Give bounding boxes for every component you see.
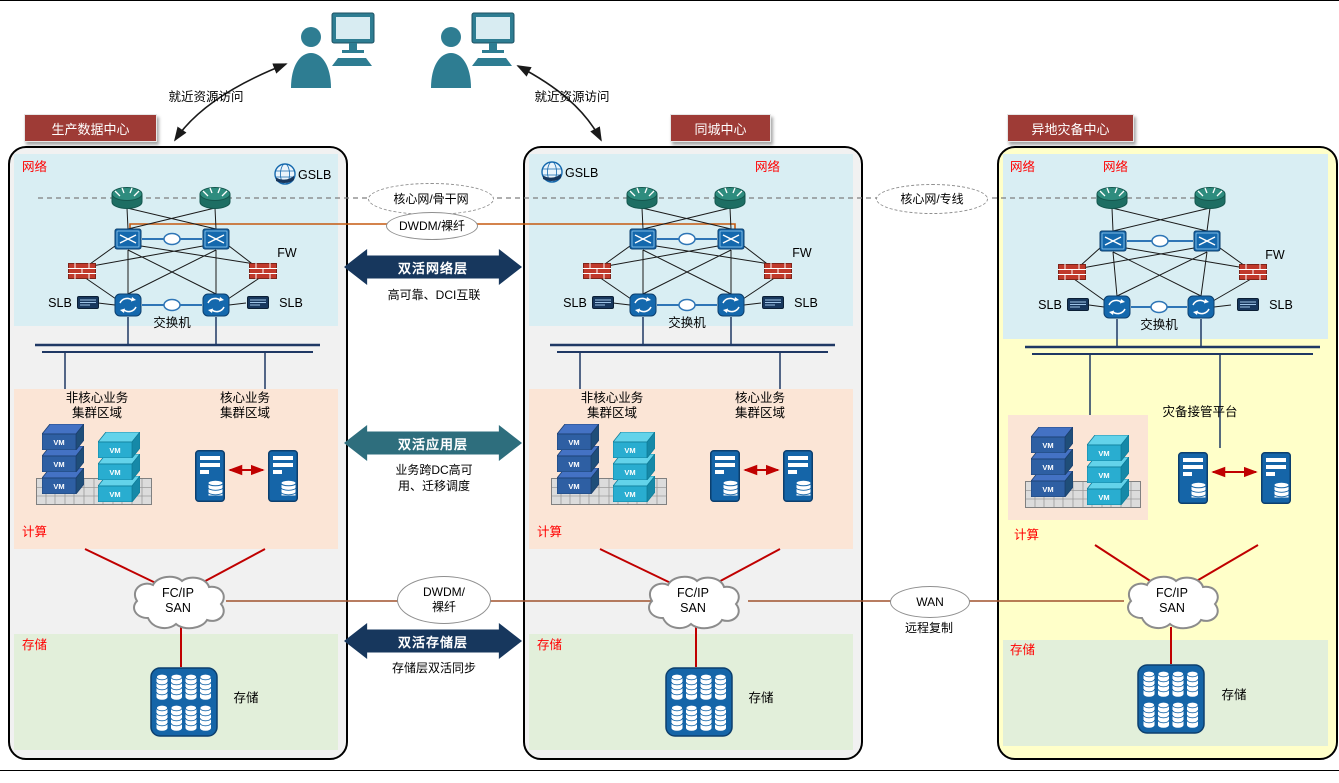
noncore-cluster-label: 非核心业务 集群区域 xyxy=(65,391,129,420)
storage-device-label: 存储 xyxy=(1221,688,1247,702)
compute-zone-label: 计算 xyxy=(22,525,48,539)
access-label-left: 就近资源访问 xyxy=(168,90,244,104)
noncore-cluster-label: 非核心业务 集群区域 xyxy=(580,391,644,420)
slb-label: SLB xyxy=(794,296,818,310)
slb-label: SLB xyxy=(279,296,303,310)
fw-label: FW xyxy=(277,246,297,260)
switch-label: 交换机 xyxy=(1140,318,1178,332)
san-label: FC/IP SAN xyxy=(677,586,709,615)
san-label: FC/IP SAN xyxy=(1156,586,1188,615)
bottom-border-line xyxy=(0,770,1339,771)
slb-label: SLB xyxy=(48,296,72,310)
storage-device-label: 存储 xyxy=(233,691,259,705)
storage-zone-city xyxy=(529,634,853,750)
app-layer-arrow: 双活应用层 xyxy=(344,425,522,461)
dwdm-top-ellipse: DWDM/裸纤 xyxy=(386,212,478,240)
storage-zone-dr xyxy=(1003,640,1328,746)
production-center-title: 生产数据中心 xyxy=(24,114,157,142)
gslb-label: GSLB xyxy=(565,166,599,180)
core-cluster-label: 核心业务 集群区域 xyxy=(734,391,785,420)
network-layer-subnote: 高可靠、DCI互联 xyxy=(374,288,494,304)
slb-label: SLB xyxy=(1038,298,1062,312)
core-backbone-ellipse: 核心网/骨干网 xyxy=(368,183,494,215)
switch-label: 交换机 xyxy=(153,316,191,330)
dr-center-title: 异地灾备中心 xyxy=(1007,114,1134,142)
user-person-icon xyxy=(291,27,331,88)
storage-device-label: 存储 xyxy=(748,691,774,705)
compute-zone-dr xyxy=(1008,415,1148,520)
wan-sub-label: 远程复制 xyxy=(891,621,967,637)
core-leased-ellipse: 核心网/专线 xyxy=(876,184,988,214)
storage-layer-subnote: 存储层双活同步 xyxy=(377,661,491,677)
storage-zone-prod xyxy=(14,634,338,750)
core-cluster-label: 核心业务 集群区域 xyxy=(219,391,270,420)
network-zone-label: 网络 xyxy=(22,160,48,174)
network-zone-label: 网络 xyxy=(1010,160,1036,174)
access-label-right: 就近资源访问 xyxy=(534,90,610,104)
switch-label: 交换机 xyxy=(668,316,706,330)
wan-ellipse: WAN xyxy=(890,586,970,618)
network-layer-arrow: 双活网络层 xyxy=(344,249,522,285)
slb-label: SLB xyxy=(1269,298,1293,312)
storage-zone-label: 存储 xyxy=(537,638,563,652)
storage-layer-arrow: 双活存储层 xyxy=(344,623,522,659)
network-zone-label: 网络 xyxy=(1103,160,1129,174)
san-label: FC/IP SAN xyxy=(162,586,194,615)
slb-label: SLB xyxy=(563,296,587,310)
compute-zone-label: 计算 xyxy=(537,525,563,539)
fw-label: FW xyxy=(1265,248,1285,262)
storage-zone-label: 存储 xyxy=(1010,643,1036,657)
user-computer-icon xyxy=(331,12,375,67)
app-layer-subnote: 业务跨DC高可 用、迁移调度 xyxy=(377,463,491,495)
city-center-title: 同城中心 xyxy=(670,114,771,142)
gslb-label: GSLB xyxy=(298,168,332,182)
top-border-line xyxy=(0,0,1339,1)
compute-zone-label: 计算 xyxy=(1014,528,1040,542)
dwdm-bottom-ellipse: DWDM/ 裸纤 xyxy=(397,576,491,624)
user-computer-icon xyxy=(471,12,515,67)
dr-platform-label: 灾备接管平台 xyxy=(1162,405,1238,419)
fw-label: FW xyxy=(792,246,812,260)
storage-zone-label: 存储 xyxy=(22,638,48,652)
user-person-icon xyxy=(431,27,471,88)
network-zone-label: 网络 xyxy=(755,160,781,174)
